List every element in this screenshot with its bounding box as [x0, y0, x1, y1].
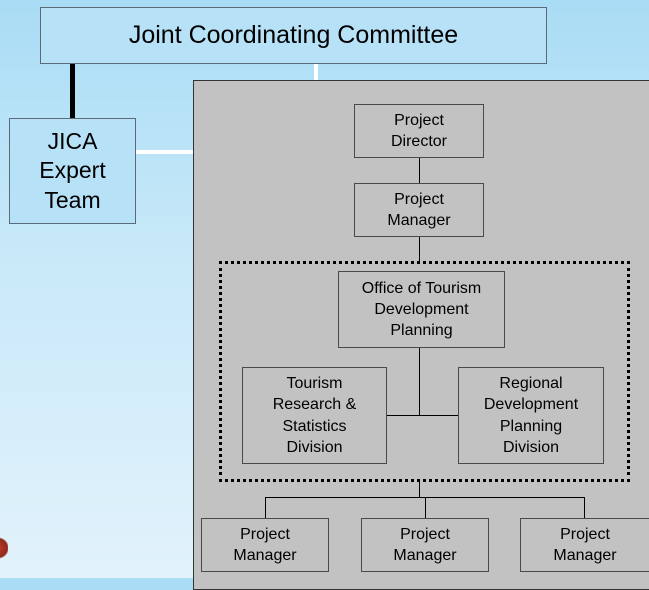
project-manager-center-box: Project Manager	[361, 518, 489, 572]
manager-left-drop	[265, 497, 266, 518]
manager-center-drop	[425, 497, 426, 518]
jica-panel-connector	[136, 150, 194, 154]
group-managers-connector	[419, 482, 420, 498]
managers-horizontal-connector	[265, 497, 584, 498]
divisions-horizontal-connector	[387, 415, 459, 416]
joint-coordinating-committee-box: Joint Coordinating Committee	[40, 7, 547, 64]
director-manager-connector	[419, 158, 420, 183]
committee-jica-connector	[70, 64, 75, 119]
office-group-outline	[219, 261, 630, 482]
tourism-research-division-box: Tourism Research & Statistics Division	[242, 367, 387, 464]
project-director-box: Project Director	[354, 104, 484, 158]
decorative-corner-mark	[0, 536, 8, 560]
project-manager-box: Project Manager	[354, 183, 484, 237]
project-manager-left-box: Project Manager	[201, 518, 329, 572]
manager-right-drop	[584, 497, 585, 518]
jica-expert-team-box: JICA Expert Team	[9, 118, 136, 224]
project-manager-right-box: Project Manager	[520, 518, 649, 572]
regional-development-division-box: Regional Development Planning Division	[458, 367, 604, 464]
office-divisions-connector	[419, 348, 420, 416]
committee-panel-connector	[314, 64, 318, 80]
manager-office-connector	[419, 237, 420, 262]
office-of-tourism-box: Office of Tourism Development Planning	[338, 271, 505, 348]
